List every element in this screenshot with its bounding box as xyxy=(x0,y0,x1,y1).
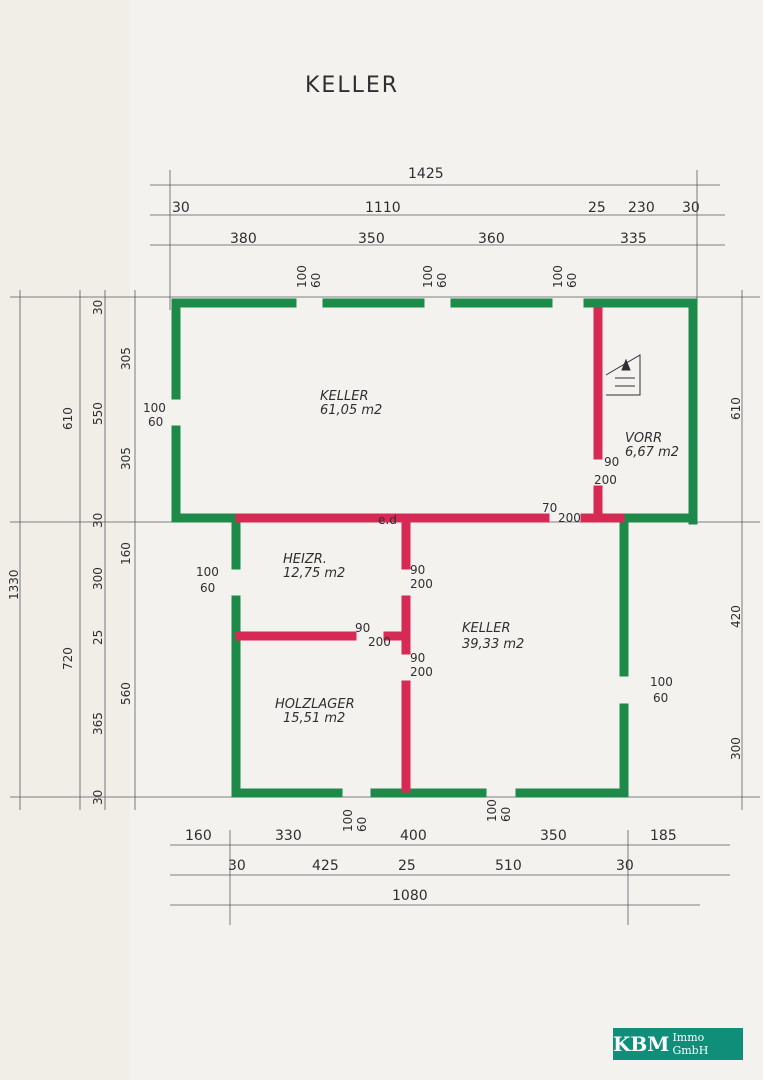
window-left-w: 100 xyxy=(143,401,166,415)
window-top-3-h: 60 xyxy=(565,273,579,288)
window-top-2-w: 100 xyxy=(421,265,435,288)
window-bottom-2-w: 100 xyxy=(485,799,499,822)
door-vorr-bottom-w: 70 xyxy=(542,501,557,515)
door-holz-heiz-w: 90 xyxy=(355,621,370,635)
window-bottom-2-h: 60 xyxy=(499,807,513,822)
door-vorr-bottom-h: 200 xyxy=(558,511,581,525)
door-keller2-h: 200 xyxy=(410,665,433,679)
outer-walls xyxy=(171,298,698,798)
dim-left-1330: 1330 xyxy=(7,569,21,600)
window-heiz-w: 100 xyxy=(196,565,219,579)
window-top-1-h: 60 xyxy=(309,273,323,288)
dim-right-610: 610 xyxy=(729,397,743,420)
room-keller-2-name: KELLER xyxy=(462,621,510,636)
dim-top-row2-d: 230 xyxy=(628,200,655,216)
window-right-h: 60 xyxy=(653,691,668,705)
dim-left-30c: 30 xyxy=(91,790,105,805)
dim-left-610: 610 xyxy=(61,407,75,430)
dim-top-row2-a: 30 xyxy=(172,200,190,216)
room-holzlager-name: HOLZLAGER xyxy=(275,697,355,712)
room-keller-2-area: 39,33 m2 xyxy=(462,637,524,652)
dim-left-365: 365 xyxy=(91,712,105,735)
window-top-2-h: 60 xyxy=(435,273,449,288)
dim-top-row3-d: 335 xyxy=(620,231,647,247)
dimension-lines xyxy=(10,170,760,925)
dim-left-550: 550 xyxy=(91,402,105,425)
door-vorr-w: 90 xyxy=(604,455,619,469)
opening-annotations: 100 60 100 60 100 60 100 60 90 200 70 20… xyxy=(143,265,673,832)
logo-suffix: Immo GmbH xyxy=(672,1031,709,1057)
room-keller-1-area: 61,05 m2 xyxy=(320,403,382,418)
window-top-1-w: 100 xyxy=(295,265,309,288)
door-heiz-h: 200 xyxy=(410,577,433,591)
dim-bottom-row1-d: 350 xyxy=(540,828,567,844)
dim-bottom-row2-e: 30 xyxy=(616,858,634,874)
dim-bottom-row1-b: 330 xyxy=(275,828,302,844)
dim-bottom-row2-d: 510 xyxy=(495,858,522,874)
dim-left-30a: 30 xyxy=(91,300,105,315)
dims-right: 610 420 300 xyxy=(729,397,743,760)
window-left-h: 60 xyxy=(148,415,163,429)
dim-top-overall: 1425 xyxy=(408,166,444,182)
dim-bottom-row2-b: 425 xyxy=(312,858,339,874)
door-heiz-w: 90 xyxy=(410,563,425,577)
dim-left-720: 720 xyxy=(61,647,75,670)
room-heizr-name: HEIZR. xyxy=(283,552,327,567)
dim-bottom-row2-c: 25 xyxy=(398,858,416,874)
dims-left: 610 1330 720 30 305 550 305 30 160 300 2… xyxy=(7,300,133,805)
dim-top-row3-a: 380 xyxy=(230,231,257,247)
dim-left-25: 25 xyxy=(91,630,105,645)
dim-left-160: 160 xyxy=(119,542,133,565)
plan-title: KELLER xyxy=(305,73,399,98)
window-top-3-w: 100 xyxy=(551,265,565,288)
window-bottom-1-h: 60 xyxy=(355,817,369,832)
dim-top-row2-e: 30 xyxy=(682,200,700,216)
door-keller2-w: 90 xyxy=(410,651,425,665)
dim-top-row2-c: 25 xyxy=(588,200,606,216)
misc-tag: e.d xyxy=(378,513,397,527)
window-right-w: 100 xyxy=(650,675,673,689)
dim-right-420: 420 xyxy=(729,605,743,628)
room-holzlager-area: 15,51 m2 xyxy=(283,711,345,726)
dim-top-row3-c: 360 xyxy=(478,231,505,247)
dim-top-row2-b: 1110 xyxy=(365,200,401,216)
dim-bottom-row1-c: 400 xyxy=(400,828,427,844)
room-vorr-name: VORR xyxy=(625,431,662,446)
kbm-logo: KBM Immo GmbH xyxy=(613,1028,743,1060)
room-heizr-area: 12,75 m2 xyxy=(283,566,345,581)
dim-bottom-row1-a: 160 xyxy=(185,828,212,844)
dim-top-row3-b: 350 xyxy=(358,231,385,247)
stairs-symbol xyxy=(605,354,641,396)
window-bottom-1-w: 100 xyxy=(341,809,355,832)
dim-left-300: 300 xyxy=(91,567,105,590)
dim-left-305b: 305 xyxy=(119,447,133,470)
dim-left-30b: 30 xyxy=(91,513,105,528)
window-heiz-h: 60 xyxy=(200,581,215,595)
dim-bottom-row2-a: 30 xyxy=(228,858,246,874)
dim-bottom-row1-e: 185 xyxy=(650,828,677,844)
dim-bottom-overall: 1080 xyxy=(392,888,428,904)
door-vorr-h: 200 xyxy=(594,473,617,487)
inner-walls xyxy=(235,307,625,793)
logo-brand: KBM xyxy=(613,1032,670,1056)
door-holz-heiz-h: 200 xyxy=(368,635,391,649)
room-vorr-area: 6,67 m2 xyxy=(625,445,679,460)
dim-left-305a: 305 xyxy=(119,347,133,370)
dim-left-560: 560 xyxy=(119,682,133,705)
room-keller-1-name: KELLER xyxy=(320,389,368,404)
dim-right-300: 300 xyxy=(729,737,743,760)
